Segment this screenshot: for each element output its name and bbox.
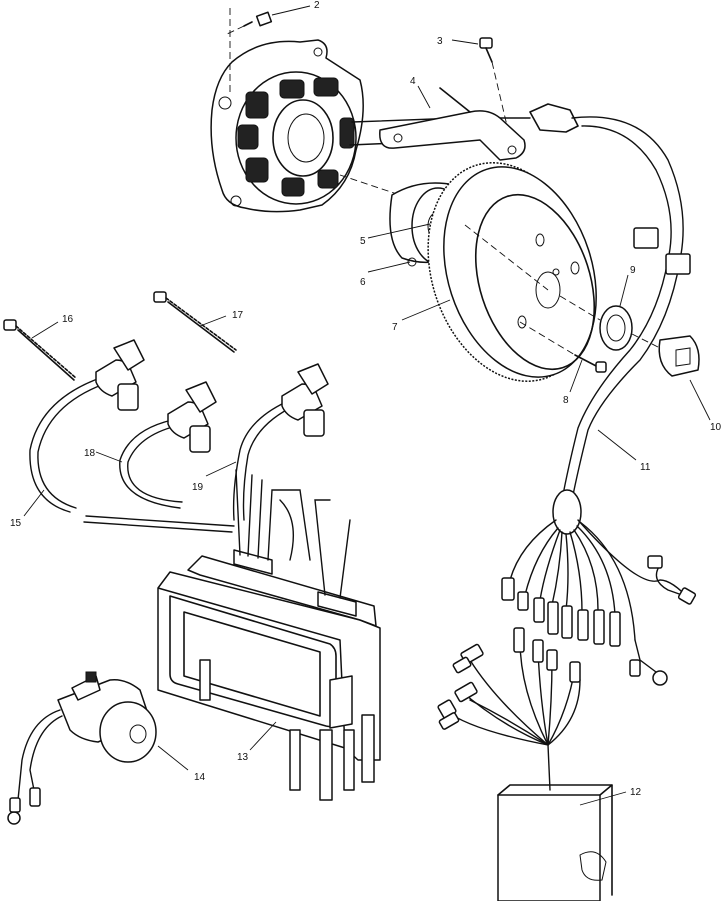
callout-7: 7 [392,322,398,333]
washer-9: 9 [559,265,636,351]
callout-10: 10 [710,422,722,433]
callout-12: 12 [630,787,642,798]
callout-4: 4 [410,76,416,87]
cdi-module-13: 13 [157,469,381,801]
relay-14: 14 [7,671,206,825]
plug-wire-15: 15 [10,339,145,529]
callout-8: 8 [563,395,569,406]
callout-19: 19 [192,482,204,493]
callout-11: 11 [640,462,651,473]
callout-16: 16 [62,314,74,325]
callout-15: 15 [10,518,22,529]
callout-13: 13 [237,752,249,763]
wire-harness-12: 12 [437,627,642,901]
callout-14: 14 [194,772,206,783]
callout-17: 17 [232,310,244,321]
stator-assembly [210,39,531,213]
plug-wire-19: 19 [192,363,329,521]
screw-17: 17 [153,291,244,353]
screw-3: 3 [437,36,509,131]
plug-wire-18: 18 [83,381,235,533]
callout-3: 3 [437,36,443,47]
nut-10: 10 [631,333,722,433]
bracket-4: 4 [379,76,526,161]
flywheel-7: 7 [392,162,597,382]
screw-16: 16 [3,314,77,381]
callout-5: 5 [360,236,366,247]
wire-harness-11: 11 [501,103,697,686]
screw-2: 2 [224,0,320,95]
callout-18: 18 [84,448,96,459]
callout-9: 9 [630,265,636,276]
callout-6: 6 [360,277,366,288]
callout-2: 2 [314,0,320,11]
bolt-8: 8 [519,321,607,406]
